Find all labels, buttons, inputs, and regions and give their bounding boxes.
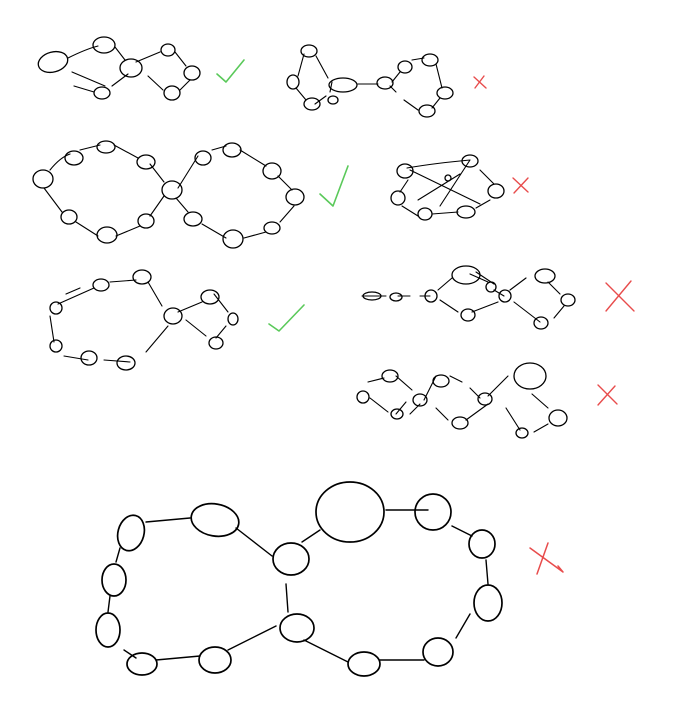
figure-2 xyxy=(286,44,487,118)
check-mark-3 xyxy=(319,165,349,207)
cross-mark-7 xyxy=(597,384,618,406)
check-mark-5 xyxy=(268,304,305,332)
check-mark-1 xyxy=(216,59,245,83)
figure-1 xyxy=(37,36,245,101)
figure-5 xyxy=(49,269,305,371)
figure-8 xyxy=(95,481,564,677)
cross-mark-2 xyxy=(473,75,487,89)
figure-6 xyxy=(361,265,635,330)
figure-4 xyxy=(390,154,529,221)
cross-mark-8 xyxy=(529,542,564,575)
cross-mark-4 xyxy=(512,177,529,194)
figure-7 xyxy=(356,362,618,439)
figure-3 xyxy=(32,140,349,249)
cross-mark-6 xyxy=(605,280,635,312)
